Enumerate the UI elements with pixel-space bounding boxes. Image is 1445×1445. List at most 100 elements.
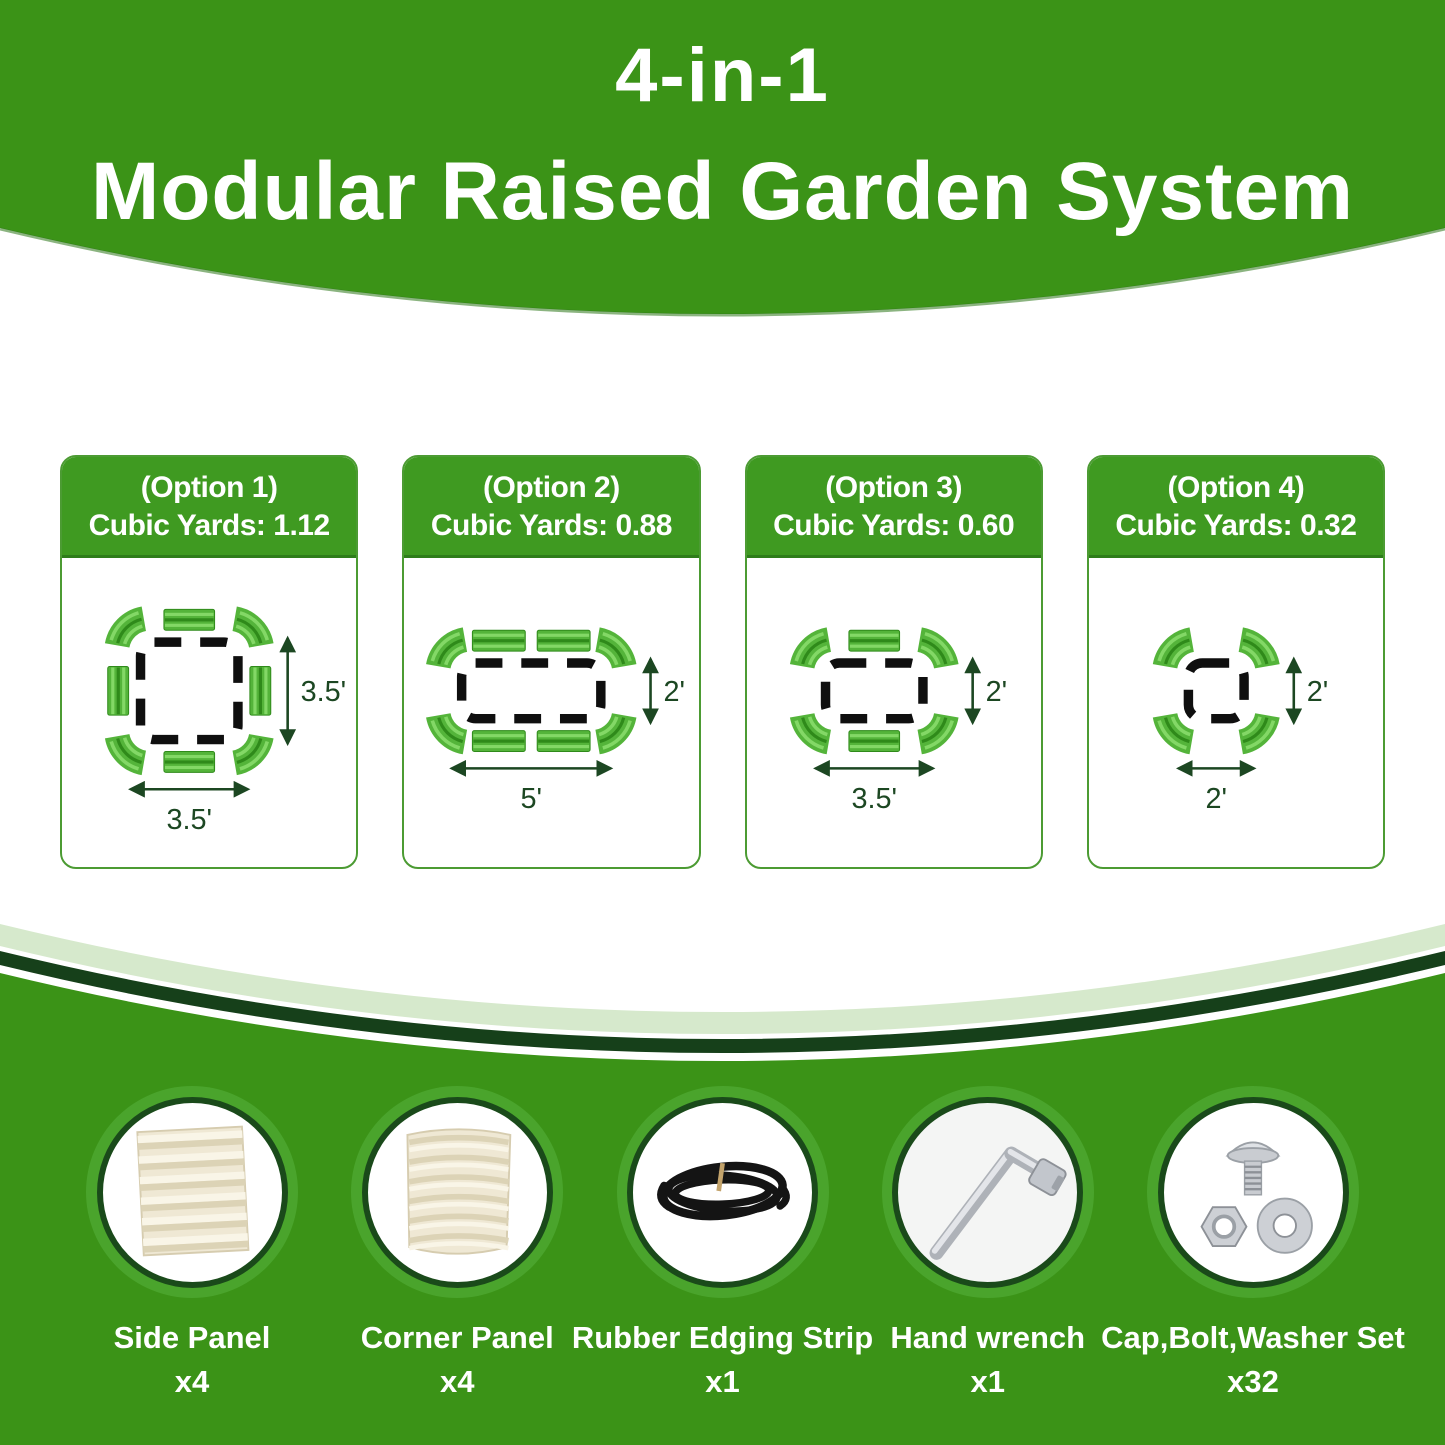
- component-ring: [351, 1086, 564, 1298]
- corner-panel-graphic: [789, 712, 832, 754]
- component-label: Corner Panel x4: [361, 1316, 554, 1404]
- side-panel-icon: [96, 1096, 288, 1288]
- components-row: Side Panel x4 Corner Panel x4 Rubber Edg…: [0, 1086, 1445, 1404]
- side-panel-graphic: [249, 665, 272, 716]
- option-card-header: (Option 4) Cubic Yards: 0.32: [1088, 457, 1383, 558]
- option-diagram: 2' 5': [404, 558, 698, 867]
- option-card-3: (Option 3) Cubic Yards: 0.60 2' 3.5': [744, 455, 1043, 869]
- rubber-edging-strip-photo: [656, 1161, 790, 1221]
- height-dimension-label: 2': [985, 675, 1007, 707]
- option-volume: Cubic Yards: 0.88: [430, 508, 673, 542]
- page-subtitle: Modular Raised Garden System: [91, 146, 1354, 237]
- component-hand-wrench: Hand wrench x1: [881, 1086, 1094, 1404]
- cap-bolt-washer-icon: [1157, 1096, 1349, 1288]
- option-diagram-svg: 2'2': [1152, 626, 1328, 815]
- component-corner-panel: Corner Panel x4: [351, 1086, 564, 1404]
- component-rubber-edging-strip: Rubber Edging Strip x1: [572, 1086, 873, 1404]
- side-panel-graphic: [107, 665, 130, 716]
- component-label: Cap,Bolt,Washer Set x32: [1101, 1316, 1405, 1404]
- component-name: Rubber Edging Strip: [571, 1320, 874, 1355]
- corner-panel-graphic: [426, 712, 469, 754]
- component-side-panel: Side Panel x4: [86, 1086, 298, 1404]
- bed-outline: [1183, 657, 1249, 723]
- option-title: (Option 4): [1167, 471, 1305, 504]
- corner-panel-graphic: [789, 626, 832, 669]
- corner-panel-graphic: [1237, 626, 1280, 669]
- corner-panel-graphic: [1237, 712, 1280, 754]
- width-dimension-label: 3.5': [851, 783, 897, 815]
- rubber-edging-strip-icon: [627, 1096, 818, 1288]
- component-name: Corner Panel: [360, 1320, 554, 1355]
- height-dimension-label: 2': [1306, 675, 1328, 707]
- corner-panel-graphic: [594, 712, 637, 754]
- bed-outline: [820, 657, 928, 723]
- option-title: (Option 1): [140, 471, 278, 504]
- bed-outline: [135, 636, 243, 744]
- option-card-1: (Option 1) Cubic Yards: 1.12 3.5' 3.5': [60, 455, 359, 869]
- component-count: x4: [440, 1364, 475, 1400]
- option-volume: Cubic Yards: 0.32: [1115, 508, 1357, 542]
- component-label: Side Panel x4: [114, 1316, 271, 1404]
- corner-panel-graphic: [426, 626, 469, 669]
- bed-outline: [457, 657, 606, 723]
- side-panel-graphic: [847, 729, 900, 752]
- side-panel-graphic: [536, 729, 591, 752]
- option-volume: Cubic Yards: 1.12: [88, 508, 331, 542]
- side-panel-graphic: [472, 629, 527, 652]
- component-ring: [86, 1086, 298, 1298]
- component-ring: [616, 1086, 829, 1298]
- header-titles: 4-in-1 Modular Raised Garden System: [0, 0, 1445, 239]
- component-label: Rubber Edging Strip x1: [572, 1316, 873, 1404]
- side-panel-graphic: [163, 750, 216, 773]
- option-diagram-svg: 3.5' 3.5': [104, 606, 347, 836]
- option-diagram: 3.5' 3.5': [62, 558, 356, 867]
- option-volume: Cubic Yards: 0.60: [773, 508, 1015, 542]
- option-card-4: (Option 4) Cubic Yards: 0.32 2'2': [1086, 455, 1385, 869]
- option-card-header: (Option 1) Cubic Yards: 1.12: [62, 457, 357, 558]
- component-count: x1: [970, 1364, 1005, 1400]
- component-name: Cap,Bolt,Washer Set: [1101, 1320, 1405, 1355]
- option-card-header: (Option 2) Cubic Yards: 0.88: [404, 457, 699, 558]
- option-diagram-svg: 2' 5': [426, 626, 686, 815]
- component-ring: [881, 1086, 1094, 1298]
- top-dome-edge: [0, 227, 1445, 317]
- corner-panel-graphic: [594, 626, 637, 669]
- corner-panel-photo: [406, 1128, 512, 1255]
- component-label: Hand wrench x1: [890, 1316, 1085, 1404]
- side-panel-graphic: [163, 608, 216, 631]
- hand-wrench-icon: [892, 1096, 1084, 1288]
- corner-panel-graphic: [231, 732, 274, 775]
- option-diagram: 2'2': [1089, 558, 1383, 867]
- hand-wrench-photo: [929, 1146, 1067, 1260]
- option-card-2: (Option 2) Cubic Yards: 0.88 2' 5': [402, 455, 701, 869]
- height-dimension-label: 3.5': [301, 675, 347, 707]
- corner-panel-graphic: [104, 732, 147, 775]
- top-dome-shape: [0, 0, 1445, 314]
- swoosh-dark-band: [0, 951, 1445, 1053]
- corner-panel-graphic: [916, 626, 959, 669]
- component-name: Side Panel: [113, 1320, 271, 1355]
- component-cap-bolt-washer: Cap,Bolt,Washer Set x32: [1101, 1086, 1405, 1404]
- option-title: (Option 3): [825, 471, 962, 504]
- corner-panel-graphic: [916, 712, 959, 754]
- corner-panel-graphic: [1152, 626, 1195, 669]
- width-dimension-label: 5': [521, 783, 543, 815]
- height-dimension-label: 2': [664, 675, 686, 707]
- component-count: x4: [174, 1364, 210, 1400]
- option-diagram-svg: 2' 3.5': [789, 626, 1007, 815]
- page-title: 4-in-1: [615, 33, 830, 118]
- side-panel-photo: [136, 1125, 250, 1257]
- side-panel-graphic: [847, 629, 900, 652]
- option-title: (Option 2): [483, 471, 620, 504]
- swoosh-pale-band: [0, 924, 1445, 1034]
- option-card-header: (Option 3) Cubic Yards: 0.60: [746, 457, 1041, 558]
- corner-panel-graphic: [104, 606, 147, 648]
- corner-panel-icon: [361, 1096, 553, 1288]
- component-count: x1: [705, 1364, 740, 1400]
- component-count: x32: [1227, 1364, 1279, 1400]
- corner-panel-graphic: [231, 606, 274, 648]
- corner-panel-graphic: [1152, 712, 1195, 754]
- width-dimension-label: 3.5': [166, 804, 212, 836]
- option-cards-row: (Option 1) Cubic Yards: 1.12 3.5' 3.5' (O…: [60, 455, 1385, 869]
